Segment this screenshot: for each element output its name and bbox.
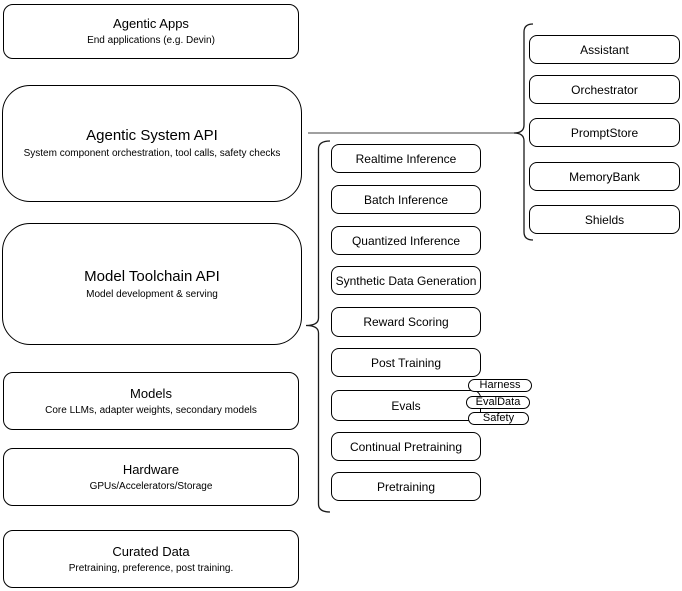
box-hardware: Hardware GPUs/Accelerators/Storage (3, 448, 299, 506)
box-subtitle: Pretraining, preference, post training. (68, 562, 234, 574)
box-subtitle: Model development & serving (86, 288, 218, 300)
pill-harness: Harness (468, 379, 532, 392)
box-agentic-apps: Agentic Apps End applications (e.g. Devi… (3, 4, 299, 59)
node-promptstore: PromptStore (529, 118, 680, 147)
node-memorybank: MemoryBank (529, 162, 680, 191)
node-shields: Shields (529, 205, 680, 234)
box-title: Agentic System API (86, 127, 218, 144)
box-title: Models (130, 385, 172, 401)
box-title: Curated Data (112, 543, 190, 559)
node-synthetic-data-generation: Synthetic Data Generation (331, 266, 481, 295)
node-reward-scoring: Reward Scoring (331, 307, 481, 337)
box-models: Models Core LLMs, adapter weights, secon… (3, 372, 299, 430)
box-subtitle: Core LLMs, adapter weights, secondary mo… (45, 404, 257, 416)
toolchain-brace (305, 140, 331, 513)
pill-safety: Safety (468, 412, 529, 425)
node-pretraining: Pretraining (331, 472, 481, 501)
node-assistant: Assistant (529, 35, 680, 64)
node-batch-inference: Batch Inference (331, 185, 481, 214)
box-curated-data: Curated Data Pretraining, preference, po… (3, 530, 299, 588)
node-post-training: Post Training (331, 348, 481, 377)
box-title: Hardware (122, 461, 180, 477)
node-realtime-inference: Realtime Inference (331, 144, 481, 173)
box-title: Model Toolchain API (84, 267, 220, 285)
box-agentic-system-api: Agentic System API System component orch… (2, 85, 302, 202)
node-orchestrator: Orchestrator (529, 75, 680, 104)
node-evals: Evals (331, 390, 481, 421)
box-subtitle: GPUs/Accelerators/Storage (89, 480, 213, 492)
node-continual-pretraining: Continual Pretraining (331, 432, 481, 461)
node-quantized-inference: Quantized Inference (331, 226, 481, 255)
box-title: Agentic Apps (113, 16, 189, 31)
box-subtitle: System component orchestration, tool cal… (23, 148, 281, 159)
box-subtitle: End applications (e.g. Devin) (87, 35, 215, 46)
box-model-toolchain-api: Model Toolchain API Model development & … (2, 223, 302, 345)
pill-evaldata: EvalData (466, 396, 530, 409)
